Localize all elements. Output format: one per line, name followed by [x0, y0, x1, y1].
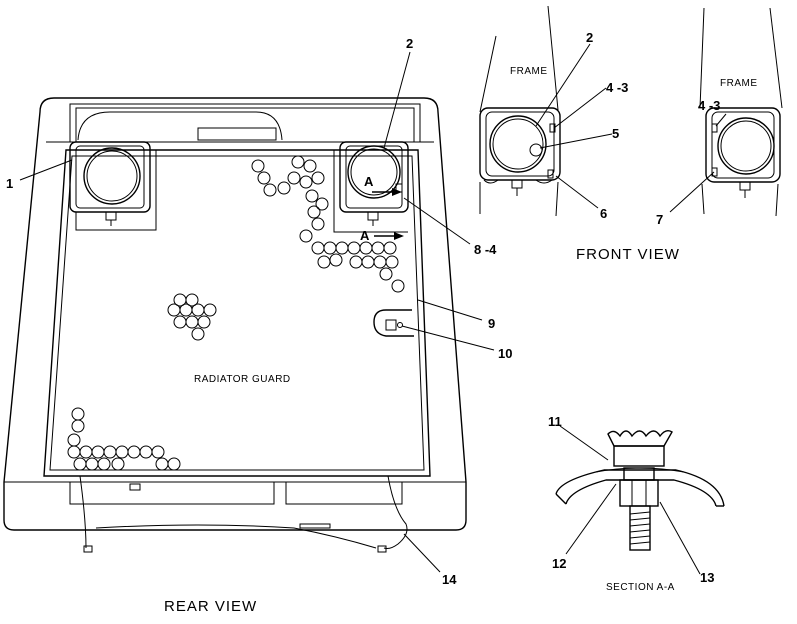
callout-4-3-left: 4 -3: [606, 80, 628, 95]
guard-holes-center: [167, 293, 217, 341]
callout-11: 11: [548, 414, 562, 429]
frame-label-left: FRAME: [510, 66, 548, 77]
callout-9: 9: [488, 316, 495, 331]
rear-view-drawing: [3, 51, 495, 573]
callout-2-rear: 2: [406, 36, 413, 51]
section-mark-lower: A: [360, 228, 370, 243]
left-lamp: [69, 141, 157, 231]
rear-leader-lines: [19, 51, 495, 573]
radiator-guard-label: RADIATOR GUARD: [194, 374, 291, 385]
section-aa-drawing: [555, 425, 725, 575]
section-aa-caption: SECTION A-A: [606, 582, 675, 593]
rear-view-caption: REAR VIEW: [164, 598, 257, 615]
callout-6: 6: [600, 206, 607, 221]
guard-holes-upper-right: [251, 155, 405, 293]
section-mark-upper: A: [364, 174, 374, 189]
callout-14: 14: [442, 572, 457, 587]
callout-5: 5: [612, 126, 619, 141]
callout-1: 1: [6, 176, 13, 191]
callout-10: 10: [498, 346, 512, 361]
front-view-drawing: [479, 5, 783, 217]
callout-7: 7: [656, 212, 663, 227]
frame-label-right: FRAME: [720, 78, 758, 89]
right-lamp: [333, 141, 409, 240]
callout-8-4: 8 -4: [474, 242, 497, 257]
callout-4-3-right: 4 -3: [698, 98, 720, 113]
wiring-harness: [69, 475, 408, 553]
guard-holes-lower-left: [67, 407, 181, 471]
front-view-caption: FRONT VIEW: [576, 246, 680, 263]
bracket: [373, 309, 414, 337]
callout-2-front: 2: [586, 30, 593, 45]
callout-13: 13: [700, 570, 714, 585]
callout-12: 12: [552, 556, 566, 571]
